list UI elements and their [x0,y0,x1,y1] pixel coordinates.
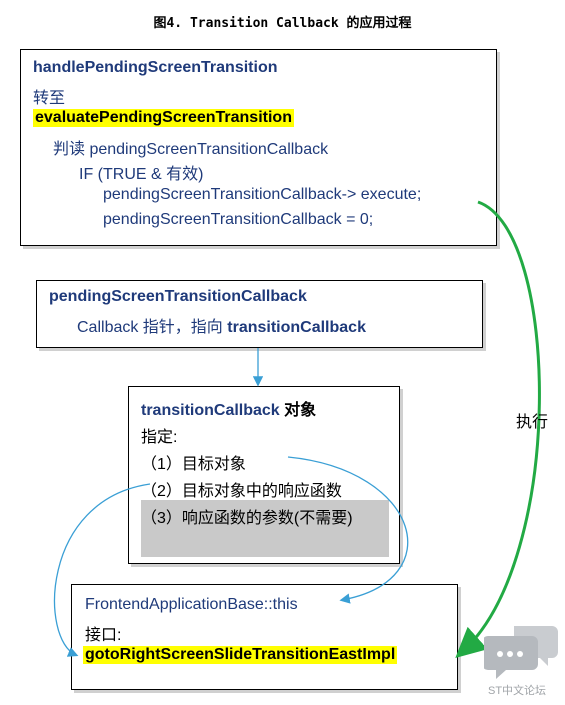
box1-line2: 转至 [33,90,66,107]
arrow-response-function [54,483,151,657]
box3-item1: （1）目标对象 [141,456,246,473]
box4-line1: FrontendApplicationBase::this [85,596,298,613]
watermark-text: ST中文论坛 [488,685,547,697]
box2-line2: Callback 指针，指向 transitionCallback [77,313,366,337]
box3-item3: （3）响应函数的参数(不需要) [141,510,353,527]
watermark: ST中文论坛 [482,620,560,700]
figure-title: 图4. Transition Callback 的应用过程 [153,16,412,31]
box1-line4: 判读 pendingScreenTransitionCallback [53,141,329,158]
box1-line3: evaluatePendingScreenTransition [33,109,294,127]
box1-line5: IF (TRUE & 有效) [79,166,204,183]
box3-line1-suffix: 对象 [279,402,317,419]
chat-bubble-icon [482,626,558,679]
box3-line1-bold: transitionCallback [141,402,280,419]
box2-line1: pendingScreenTransitionCallback [49,288,307,305]
box4-line2: 接口: [85,627,122,644]
arrow-execute [455,200,541,659]
box1-line7: pendingScreenTransitionCallback = 0; [103,211,374,228]
box2-line2-prefix: Callback 指针，指向 [77,319,228,336]
box3-item2: （2）目标对象中的响应函数 [141,483,342,500]
handle-pending-box: handlePendingScreenTransition 转至 evaluat… [20,49,497,246]
box3-line2: 指定: [141,429,178,446]
arrow-target-object [287,456,409,604]
box3-line1: transitionCallback 对象 [141,396,316,420]
box4-line3: gotoRightScreenSlideTransitionEastImpl [83,646,398,664]
box2-line2-bold: transitionCallback [227,319,366,336]
item3-shading [141,500,389,557]
pending-callback-box: pendingScreenTransitionCallback Callback… [36,280,483,348]
execute-label: 执行 [516,414,549,431]
frontend-app-box: FrontendApplicationBase::this 接口: gotoRi… [71,584,458,690]
box1-line1: handlePendingScreenTransition [33,59,278,76]
box1-line6: pendingScreenTransitionCallback-> execut… [103,186,422,203]
